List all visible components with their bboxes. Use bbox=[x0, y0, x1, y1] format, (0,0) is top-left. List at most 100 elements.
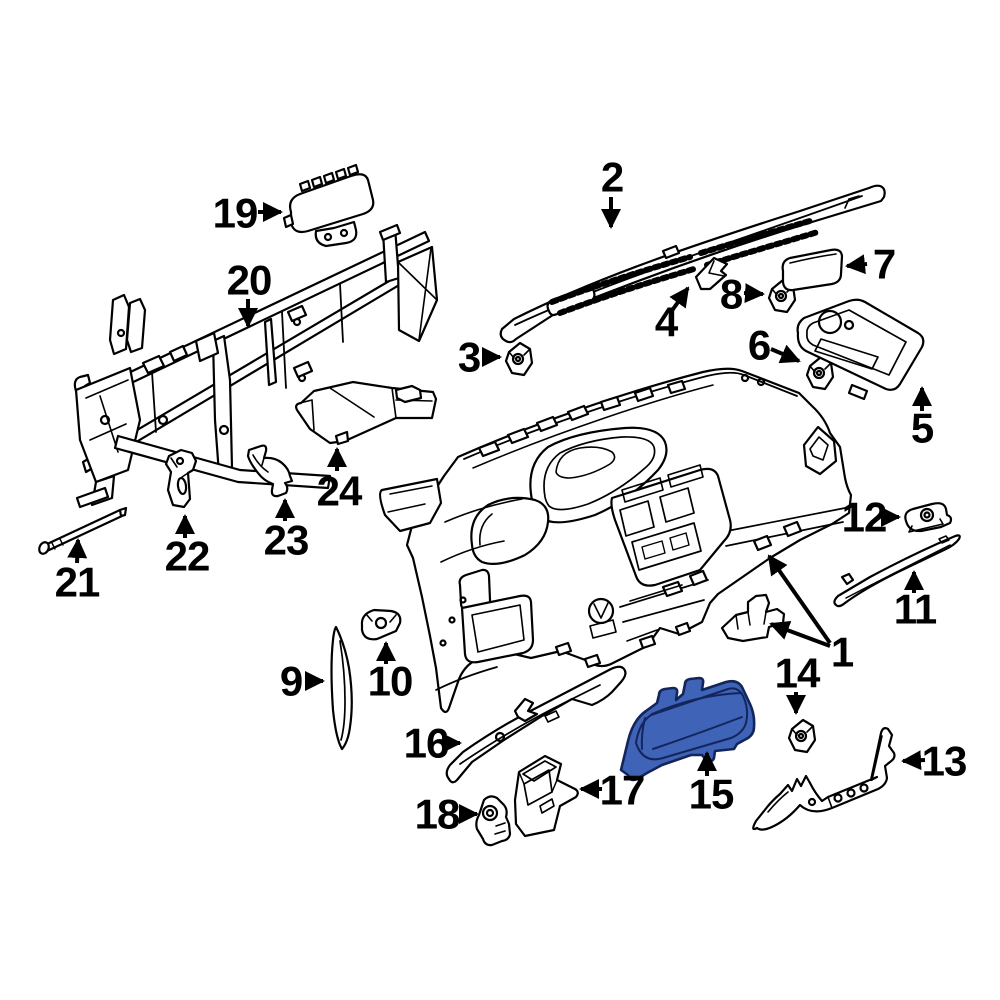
part-13-floor-bracket bbox=[752, 727, 896, 831]
callout-arrow-6 bbox=[770, 344, 801, 364]
stack-opening bbox=[631, 522, 702, 571]
glove-panel bbox=[460, 594, 535, 664]
clip-skirt bbox=[908, 518, 944, 533]
callout-19: 19 bbox=[213, 190, 283, 237]
outline bbox=[330, 625, 353, 751]
right-tabs bbox=[286, 304, 314, 379]
callout-11: 11 bbox=[894, 570, 938, 633]
console-lines bbox=[626, 584, 683, 642]
hole bbox=[459, 596, 467, 604]
part-1-left-flange bbox=[378, 477, 443, 533]
stack-opening bbox=[659, 487, 695, 523]
left-plate bbox=[74, 366, 142, 484]
clip-ribs bbox=[494, 822, 506, 835]
outline bbox=[445, 665, 627, 784]
part-23-bracket bbox=[246, 444, 294, 498]
callout-number-19: 19 bbox=[213, 190, 258, 237]
callout-number-4: 4 bbox=[655, 299, 679, 346]
callout-arrow-4 bbox=[669, 286, 690, 314]
rib-teeth bbox=[298, 163, 360, 193]
binnacle bbox=[555, 446, 616, 479]
struts bbox=[151, 283, 344, 433]
callout-6: 6 bbox=[748, 322, 801, 369]
detail bbox=[767, 735, 883, 813]
detail bbox=[252, 454, 269, 473]
left-foot bbox=[299, 399, 315, 431]
detail bbox=[789, 253, 837, 264]
end-box-braces bbox=[398, 247, 437, 341]
callout-23: 23 bbox=[264, 498, 309, 564]
hole bbox=[756, 377, 766, 387]
callout-5: 5 bbox=[911, 386, 935, 452]
clip-pin bbox=[777, 292, 785, 300]
callout-13: 13 bbox=[901, 738, 967, 785]
callout-8: 8 bbox=[720, 271, 765, 318]
hole bbox=[157, 414, 169, 426]
tip bbox=[118, 506, 128, 518]
callout-number-15: 15 bbox=[689, 771, 734, 818]
inner-rim bbox=[806, 309, 907, 376]
callout-number-22: 22 bbox=[165, 533, 210, 580]
part-9-sail-trim bbox=[330, 625, 353, 751]
bowtie-tab bbox=[513, 697, 539, 723]
callout-number-1: 1 bbox=[831, 629, 854, 676]
part-2-defroster-grille-panel bbox=[499, 184, 886, 344]
clip-hole bbox=[774, 289, 788, 303]
callout-arrow-7 bbox=[845, 254, 868, 275]
part-11-side-trim bbox=[833, 534, 961, 608]
callout-arrow-21 bbox=[67, 538, 88, 564]
clip-hole bbox=[794, 729, 808, 743]
foot bbox=[75, 486, 110, 509]
callout-number-5: 5 bbox=[911, 405, 934, 452]
part-22-bracket bbox=[164, 448, 198, 509]
edges bbox=[518, 771, 558, 793]
callout-4: 4 bbox=[655, 286, 690, 346]
callout-18: 18 bbox=[415, 791, 479, 838]
part-12-clip bbox=[904, 502, 953, 533]
part-10-clip bbox=[360, 608, 402, 641]
callout-21: 21 bbox=[55, 538, 101, 606]
clip-hole bbox=[919, 507, 935, 523]
inner-line bbox=[845, 544, 951, 599]
right-vent-inner bbox=[809, 436, 829, 461]
thread-marks bbox=[51, 538, 64, 550]
part-1-mounting-bracket bbox=[720, 593, 786, 643]
callout-arrow-1 bbox=[767, 554, 832, 645]
bottom-tab bbox=[334, 430, 350, 446]
end-post-foot bbox=[378, 223, 402, 242]
callout-number-21: 21 bbox=[55, 559, 100, 606]
bezel-detail bbox=[640, 692, 743, 750]
hole bbox=[339, 228, 349, 238]
callout-number-23: 23 bbox=[264, 517, 309, 564]
clip-detail bbox=[365, 613, 397, 623]
callout-number-3: 3 bbox=[458, 334, 480, 381]
clip-hole bbox=[812, 366, 826, 380]
detail bbox=[170, 457, 189, 478]
clip-detail bbox=[791, 725, 814, 736]
callout-22: 22 bbox=[165, 514, 210, 580]
clip-pin bbox=[485, 808, 495, 818]
left-plate-ribs bbox=[85, 379, 129, 453]
callout-number-13: 13 bbox=[922, 738, 967, 785]
hole bbox=[116, 328, 126, 338]
bottom-tab bbox=[847, 383, 869, 401]
opening-strut bbox=[263, 317, 278, 387]
hole bbox=[175, 456, 185, 466]
slot bbox=[176, 476, 188, 496]
side-tab bbox=[282, 213, 295, 229]
hole bbox=[859, 783, 869, 793]
callout-14: 14 bbox=[775, 650, 822, 715]
callout-number-10: 10 bbox=[368, 658, 413, 705]
callout-number-9: 9 bbox=[280, 658, 302, 705]
stack-buttons bbox=[641, 532, 690, 560]
inner-line bbox=[339, 640, 346, 741]
callout-number-7: 7 bbox=[873, 241, 895, 288]
callout-1: 1 bbox=[767, 554, 855, 676]
callout-9: 9 bbox=[280, 658, 325, 705]
callout-arrow-13 bbox=[901, 750, 926, 771]
callout-number-2: 2 bbox=[601, 154, 623, 201]
clip-pin bbox=[797, 732, 805, 740]
clip-hole bbox=[374, 616, 388, 630]
column-base bbox=[589, 619, 617, 639]
part-18-grommet-clip bbox=[475, 795, 512, 847]
